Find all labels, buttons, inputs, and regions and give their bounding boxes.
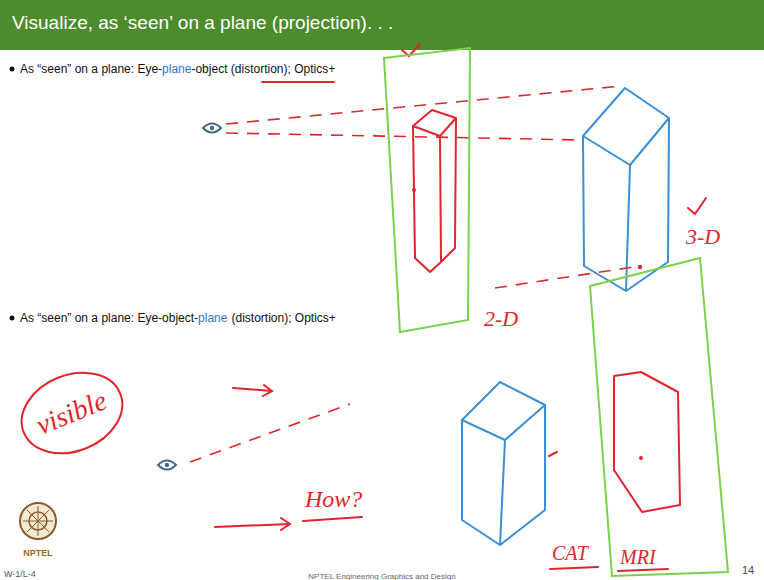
projection-plane [384, 48, 470, 332]
bullet-dot [10, 67, 15, 72]
cube-object [583, 88, 669, 291]
arrow [233, 385, 272, 396]
projector-line [226, 86, 622, 124]
logo-ring [20, 503, 56, 539]
projector-line [226, 133, 580, 140]
bullet-text: (distortion); Optics+ [231, 311, 335, 325]
projection-plane [590, 258, 728, 576]
point-mark [638, 265, 642, 269]
bullet-text: As “seen” on a plane: Eye- [20, 62, 162, 76]
slide-code: W-1/L-4 [4, 569, 36, 579]
bullet-line: As “seen” on a plane: Eye-plane-object (… [20, 61, 335, 77]
page-number: 14 [742, 564, 754, 577]
label-holder: W-1/L-4 [4, 563, 36, 580]
hand-note: How? [305, 486, 362, 514]
tick-mark [688, 198, 706, 214]
eye-symbol [158, 461, 176, 470]
eye-symbol [203, 124, 221, 133]
label-holder: NPTEL [23, 542, 53, 560]
cube-object [462, 382, 545, 545]
nptel-logo [20, 503, 56, 539]
hand-note: MRI [620, 546, 656, 569]
slide-title: Visualize, as ‘seen’ on a plane (project… [12, 12, 393, 34]
hand-note: CAT [552, 542, 588, 565]
eye-pupil [210, 126, 214, 130]
label-holder: 14 [742, 560, 754, 578]
highlight-word: plane [162, 62, 191, 76]
tick-mark [549, 452, 557, 456]
logo-spokes [23, 506, 53, 536]
projector-line [190, 404, 350, 462]
underline [618, 569, 668, 571]
label-holder: How? [305, 486, 362, 514]
bullet-line: As “seen” on a plane: Eye-object-plane (d… [20, 310, 336, 326]
eye-pupil [165, 463, 169, 467]
underline [262, 81, 334, 83]
bullet-text: -object (distortion); Optics+ [191, 62, 335, 76]
projector-line [495, 266, 640, 288]
hand-note: 3-D [686, 224, 720, 249]
hand-note: 2-D [484, 306, 518, 331]
underline [550, 567, 598, 569]
label-holder: 3-D [686, 224, 720, 249]
label-holder: 2-D [484, 306, 518, 331]
projected-image [614, 372, 680, 512]
hand-note: visible [32, 384, 112, 441]
bullet-dot [10, 316, 15, 321]
footer-text: NPTEL Engineering Graphics and Design [308, 572, 455, 580]
underline [303, 517, 362, 521]
circle-annotation [10, 358, 135, 467]
label-holder: CAT [552, 542, 588, 565]
bullet-text: As “seen” on a plane: Eye-object- [20, 311, 198, 325]
label-holder: NPTEL Engineering Graphics and Design [308, 565, 455, 580]
title-bar: Visualize, as ‘seen’ on a plane (project… [0, 0, 764, 50]
projected-image [413, 110, 456, 272]
point-mark [412, 188, 416, 192]
label-holder: MRI [620, 546, 656, 569]
highlight-word: plane [198, 311, 227, 325]
arrow [215, 518, 290, 530]
point-mark [639, 456, 643, 460]
label-holder: visible [32, 384, 112, 441]
logo-text: NPTEL [23, 548, 53, 558]
